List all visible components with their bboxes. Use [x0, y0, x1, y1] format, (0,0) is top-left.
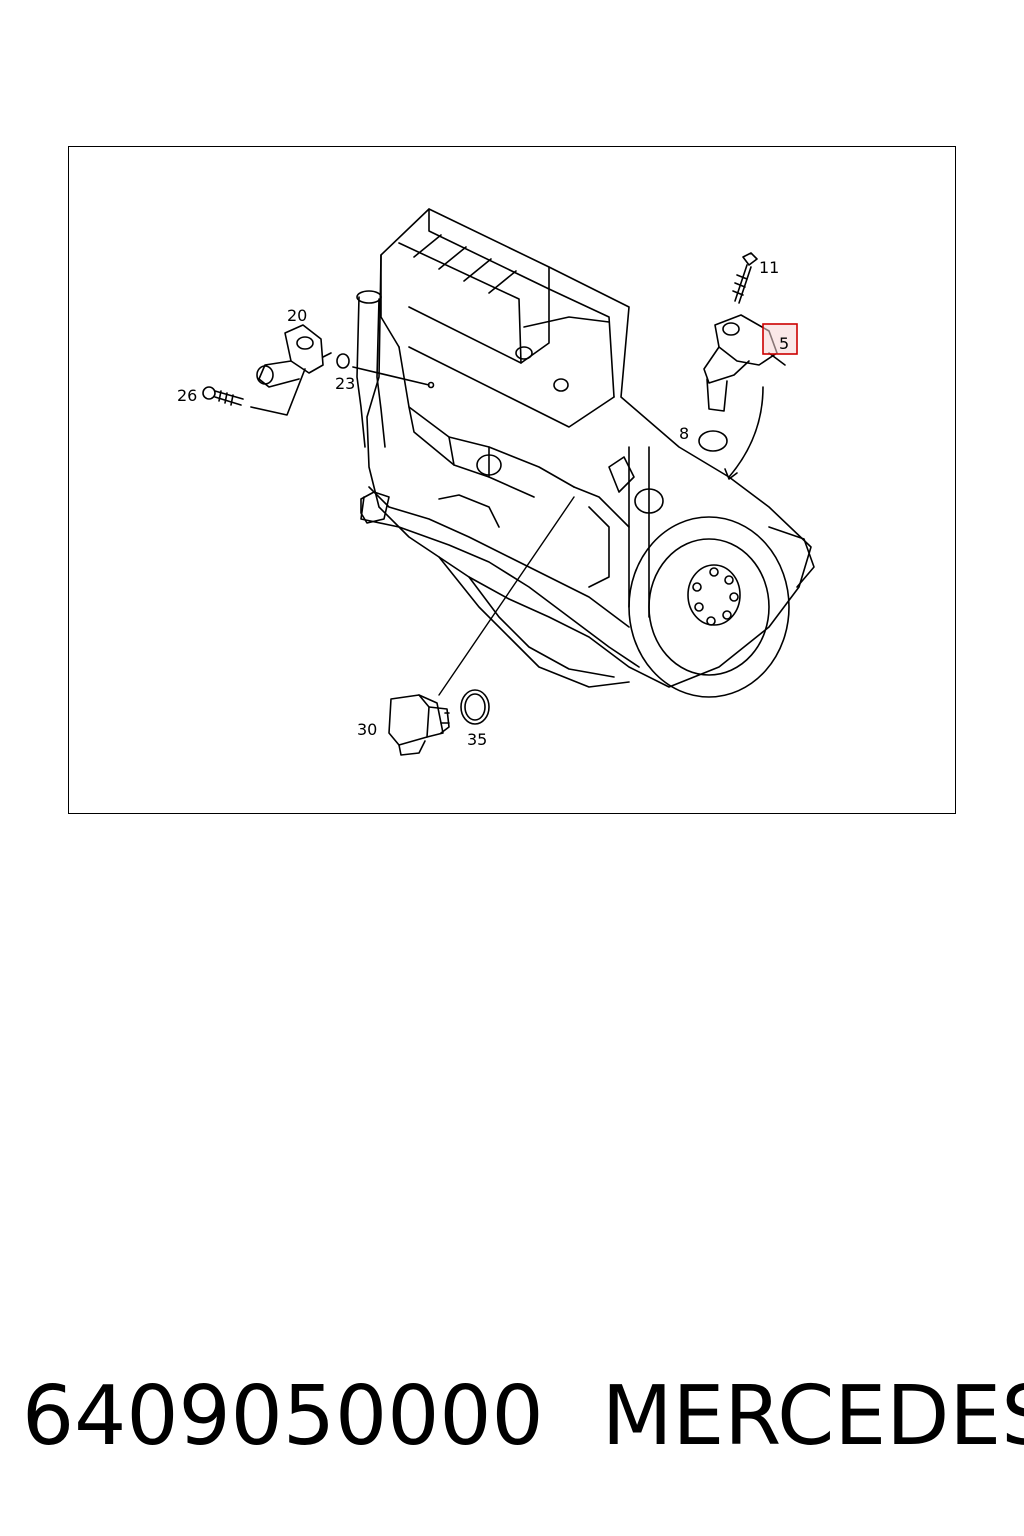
part-number: 6409050000 [22, 1369, 544, 1464]
engine-parts-diagram: 11 5 20 23 26 8 30 35 [177, 208, 815, 756]
callout-8: 8 [679, 424, 689, 443]
part-30-valve [388, 694, 450, 756]
part-23-ring [336, 353, 350, 369]
callout-5: 5 [779, 334, 789, 353]
part-5-sensor [703, 314, 786, 412]
highlight-box-5 [762, 323, 798, 355]
callout-30: 30 [357, 720, 377, 739]
callout-11: 11 [759, 258, 779, 277]
part-35-oring [460, 689, 490, 725]
callout-20: 20 [287, 306, 307, 325]
part-26-bolt [202, 386, 244, 406]
callout-23: 23 [335, 374, 355, 393]
arrow-head [724, 468, 738, 480]
part-8-oring [698, 430, 728, 452]
engine-block-illustration [356, 208, 815, 698]
diagram-frame: 11 5 20 23 26 8 30 35 [68, 146, 956, 814]
callout-26: 26 [177, 386, 197, 405]
callout-35: 35 [467, 730, 487, 749]
bottom-caption: 6409050000 MERCEDES [22, 1362, 1024, 1472]
part-11-bolt [732, 252, 758, 304]
pointer-arrow [728, 386, 764, 478]
part-20-sensor [256, 324, 332, 388]
brand-name: MERCEDES [601, 1369, 1024, 1464]
